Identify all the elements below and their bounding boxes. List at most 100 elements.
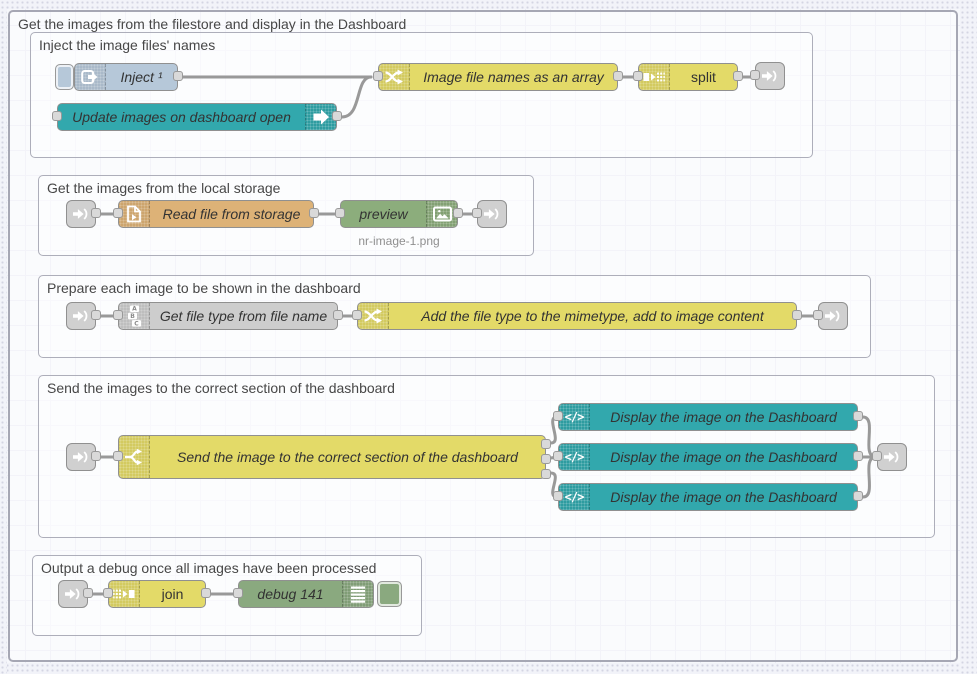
node-label: Read file from storage	[162, 206, 301, 222]
output-port[interactable]	[91, 451, 101, 461]
input-port[interactable]	[553, 411, 563, 421]
node-image-file-names[interactable]: Image file names as an array	[373, 63, 623, 91]
node-label: Get file type from file name	[159, 308, 328, 324]
image-icon	[432, 206, 452, 222]
node-split[interactable]: split	[633, 63, 743, 91]
node-label: split	[691, 69, 716, 85]
node-join[interactable]: join	[103, 580, 211, 608]
node-link-out[interactable]	[872, 443, 907, 471]
link-out-icon	[825, 310, 840, 322]
shuffle-icon	[364, 308, 382, 324]
node-link-in[interactable]	[58, 580, 93, 608]
output-port[interactable]	[453, 208, 463, 218]
input-port[interactable]	[872, 451, 882, 461]
output-port[interactable]	[332, 111, 342, 121]
output-port[interactable]	[83, 588, 93, 598]
node-label: join	[161, 586, 184, 602]
code-icon: </>	[564, 410, 585, 424]
output-port[interactable]	[853, 411, 863, 421]
node-label: debug 141	[257, 586, 324, 602]
output-port[interactable]	[792, 310, 802, 320]
input-port[interactable]	[113, 310, 123, 320]
node-status: nr-image-1.png	[358, 234, 440, 248]
node-label: preview	[359, 206, 408, 222]
group-label: Output a debug once all images have been…	[41, 560, 377, 576]
wide-arrow-icon	[313, 109, 329, 125]
input-port[interactable]	[553, 491, 563, 501]
output-port[interactable]	[91, 310, 101, 320]
output-port[interactable]	[333, 310, 343, 320]
input-port[interactable]	[103, 588, 113, 598]
output-port-1[interactable]	[541, 439, 551, 449]
node-preview[interactable]: preview	[335, 200, 463, 228]
node-read-file[interactable]: Read file from storage	[113, 200, 319, 228]
input-port[interactable]	[113, 451, 123, 461]
input-port[interactable]	[633, 71, 643, 81]
group-inject-names[interactable]: Inject the image files' names	[30, 32, 813, 158]
shuffle-icon	[385, 69, 403, 85]
output-port[interactable]	[853, 451, 863, 461]
code-icon: </>	[564, 490, 585, 504]
inject-trigger-button[interactable]	[55, 64, 74, 90]
node-label: Send the image to the correct section of…	[177, 449, 518, 465]
node-label: Image file names as an array	[423, 69, 604, 85]
node-switch-section[interactable]: Send the image to the correct section of…	[113, 435, 551, 479]
node-label: Display the image on the Dashboard	[610, 449, 837, 465]
canvas-edge-left	[0, 0, 7, 674]
node-inject[interactable]: Inject ¹	[74, 63, 183, 91]
input-port[interactable]	[352, 310, 362, 320]
node-debug[interactable]: debug 141	[233, 580, 374, 608]
join-icon	[113, 589, 135, 599]
fork-icon	[125, 448, 142, 466]
input-port[interactable]	[373, 71, 383, 81]
input-port[interactable]	[233, 588, 243, 598]
output-port-2[interactable]	[541, 454, 551, 464]
output-port-3[interactable]	[541, 469, 551, 479]
node-add-file-type[interactable]: Add the file type to the mimetype, add t…	[352, 302, 802, 330]
input-port[interactable]	[52, 111, 62, 121]
wire[interactable]	[861, 455, 878, 499]
node-label: Add the file type to the mimetype, add t…	[421, 308, 764, 324]
inject-arrow-icon	[81, 70, 98, 84]
output-port[interactable]	[91, 208, 101, 218]
output-port[interactable]	[613, 71, 623, 81]
link-out-icon	[484, 208, 499, 220]
output-port[interactable]	[853, 491, 863, 501]
output-port[interactable]	[201, 588, 211, 598]
node-link-in[interactable]	[66, 302, 101, 330]
link-out-icon	[884, 451, 899, 463]
input-port[interactable]	[553, 451, 563, 461]
wire[interactable]	[340, 75, 373, 119]
canvas-edge-top	[0, 0, 977, 9]
node-get-file-type[interactable]: A B C Get file type from file name	[113, 302, 343, 330]
input-port[interactable]	[813, 310, 823, 320]
node-display-image-2[interactable]: </> Display the image on the Dashboard	[553, 443, 863, 471]
node-display-image-1[interactable]: </> Display the image on the Dashboard	[553, 403, 863, 431]
link-in-icon	[73, 310, 88, 322]
output-port[interactable]	[309, 208, 319, 218]
link-in-icon	[73, 208, 88, 220]
input-port[interactable]	[335, 208, 345, 218]
svg-text:A: A	[132, 306, 137, 313]
node-label: Update images on dashboard open	[72, 109, 291, 125]
output-port[interactable]	[173, 71, 183, 81]
node-link-out[interactable]	[813, 302, 848, 330]
input-port[interactable]	[472, 208, 482, 218]
abc-icon: A B C	[127, 305, 141, 327]
debug-toggle-button[interactable]	[377, 581, 402, 607]
link-out-icon	[762, 70, 777, 82]
node-link-in[interactable]	[66, 200, 101, 228]
input-port[interactable]	[750, 70, 760, 80]
node-label: Inject ¹	[120, 69, 163, 85]
link-in-icon	[65, 588, 80, 600]
input-port[interactable]	[113, 208, 123, 218]
node-link-in[interactable]	[66, 443, 101, 471]
node-link-out[interactable]	[750, 62, 785, 90]
canvas-edge-right	[960, 0, 977, 674]
node-label: Display the image on the Dashboard	[610, 489, 837, 505]
node-update-images[interactable]: Update images on dashboard open	[52, 103, 342, 131]
node-display-image-3[interactable]: </> Display the image on the Dashboard	[553, 483, 863, 511]
node-link-out[interactable]	[472, 200, 507, 228]
output-port[interactable]	[733, 71, 743, 81]
